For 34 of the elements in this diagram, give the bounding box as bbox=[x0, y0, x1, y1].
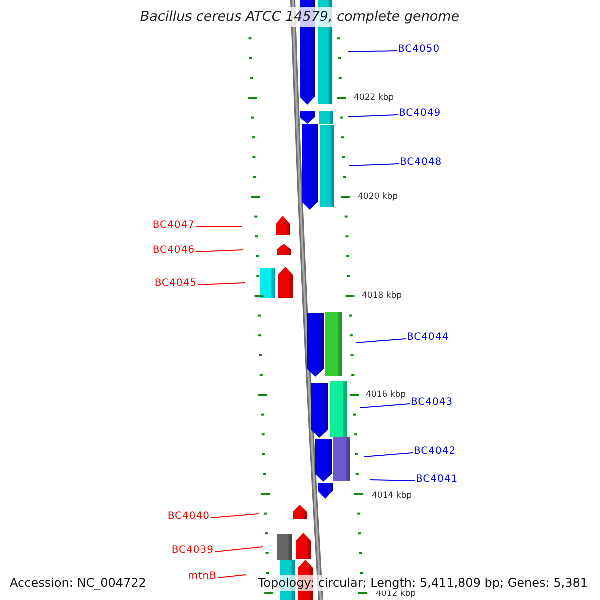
gene-label: BC4047 bbox=[152, 220, 195, 232]
gene-label: BC4041 bbox=[416, 474, 458, 486]
footer-text: Topology: circular; Length: 5,411,809 bp; Genes: 5,381 bbox=[256, 575, 590, 591]
footer-text: Accession: NC_004722 bbox=[8, 575, 148, 591]
gene-label: BC4046 bbox=[152, 245, 195, 257]
gene-label: BC4045 bbox=[154, 278, 197, 290]
leader-line bbox=[356, 338, 406, 344]
tick-label: 4014 kbp bbox=[372, 491, 412, 501]
leader-line bbox=[214, 546, 264, 552]
tick-label: 4022 kbp bbox=[354, 93, 394, 103]
leader-line bbox=[198, 282, 246, 286]
gene-label: BC4048 bbox=[400, 157, 442, 169]
gene-label: BC4044 bbox=[407, 332, 450, 344]
leader-line bbox=[360, 404, 410, 408]
gene-label: BC4049 bbox=[399, 108, 442, 120]
tick-label: 4020 kbp bbox=[358, 192, 398, 202]
gene-label: BC4042 bbox=[414, 446, 456, 458]
leader-line bbox=[196, 250, 244, 252]
tick-label: 4016 kbp bbox=[366, 390, 406, 400]
leader-line bbox=[196, 226, 242, 228]
tick-label: 4018 kbp bbox=[362, 291, 402, 301]
gene-label: mtnB bbox=[188, 571, 217, 583]
leader-line bbox=[370, 480, 416, 482]
gene-label: BC4050 bbox=[398, 44, 440, 56]
leader-line bbox=[348, 164, 400, 166]
leader-line bbox=[364, 452, 414, 458]
leader-line bbox=[348, 50, 398, 52]
gene-label: BC4039 bbox=[172, 545, 214, 557]
leader-line bbox=[210, 514, 260, 518]
gene-label: BC4040 bbox=[168, 511, 210, 523]
gene-label: BC4043 bbox=[411, 397, 454, 409]
tick-label: 4012 kbp bbox=[376, 589, 416, 599]
leader-line bbox=[348, 114, 398, 118]
leader-line bbox=[218, 574, 246, 578]
